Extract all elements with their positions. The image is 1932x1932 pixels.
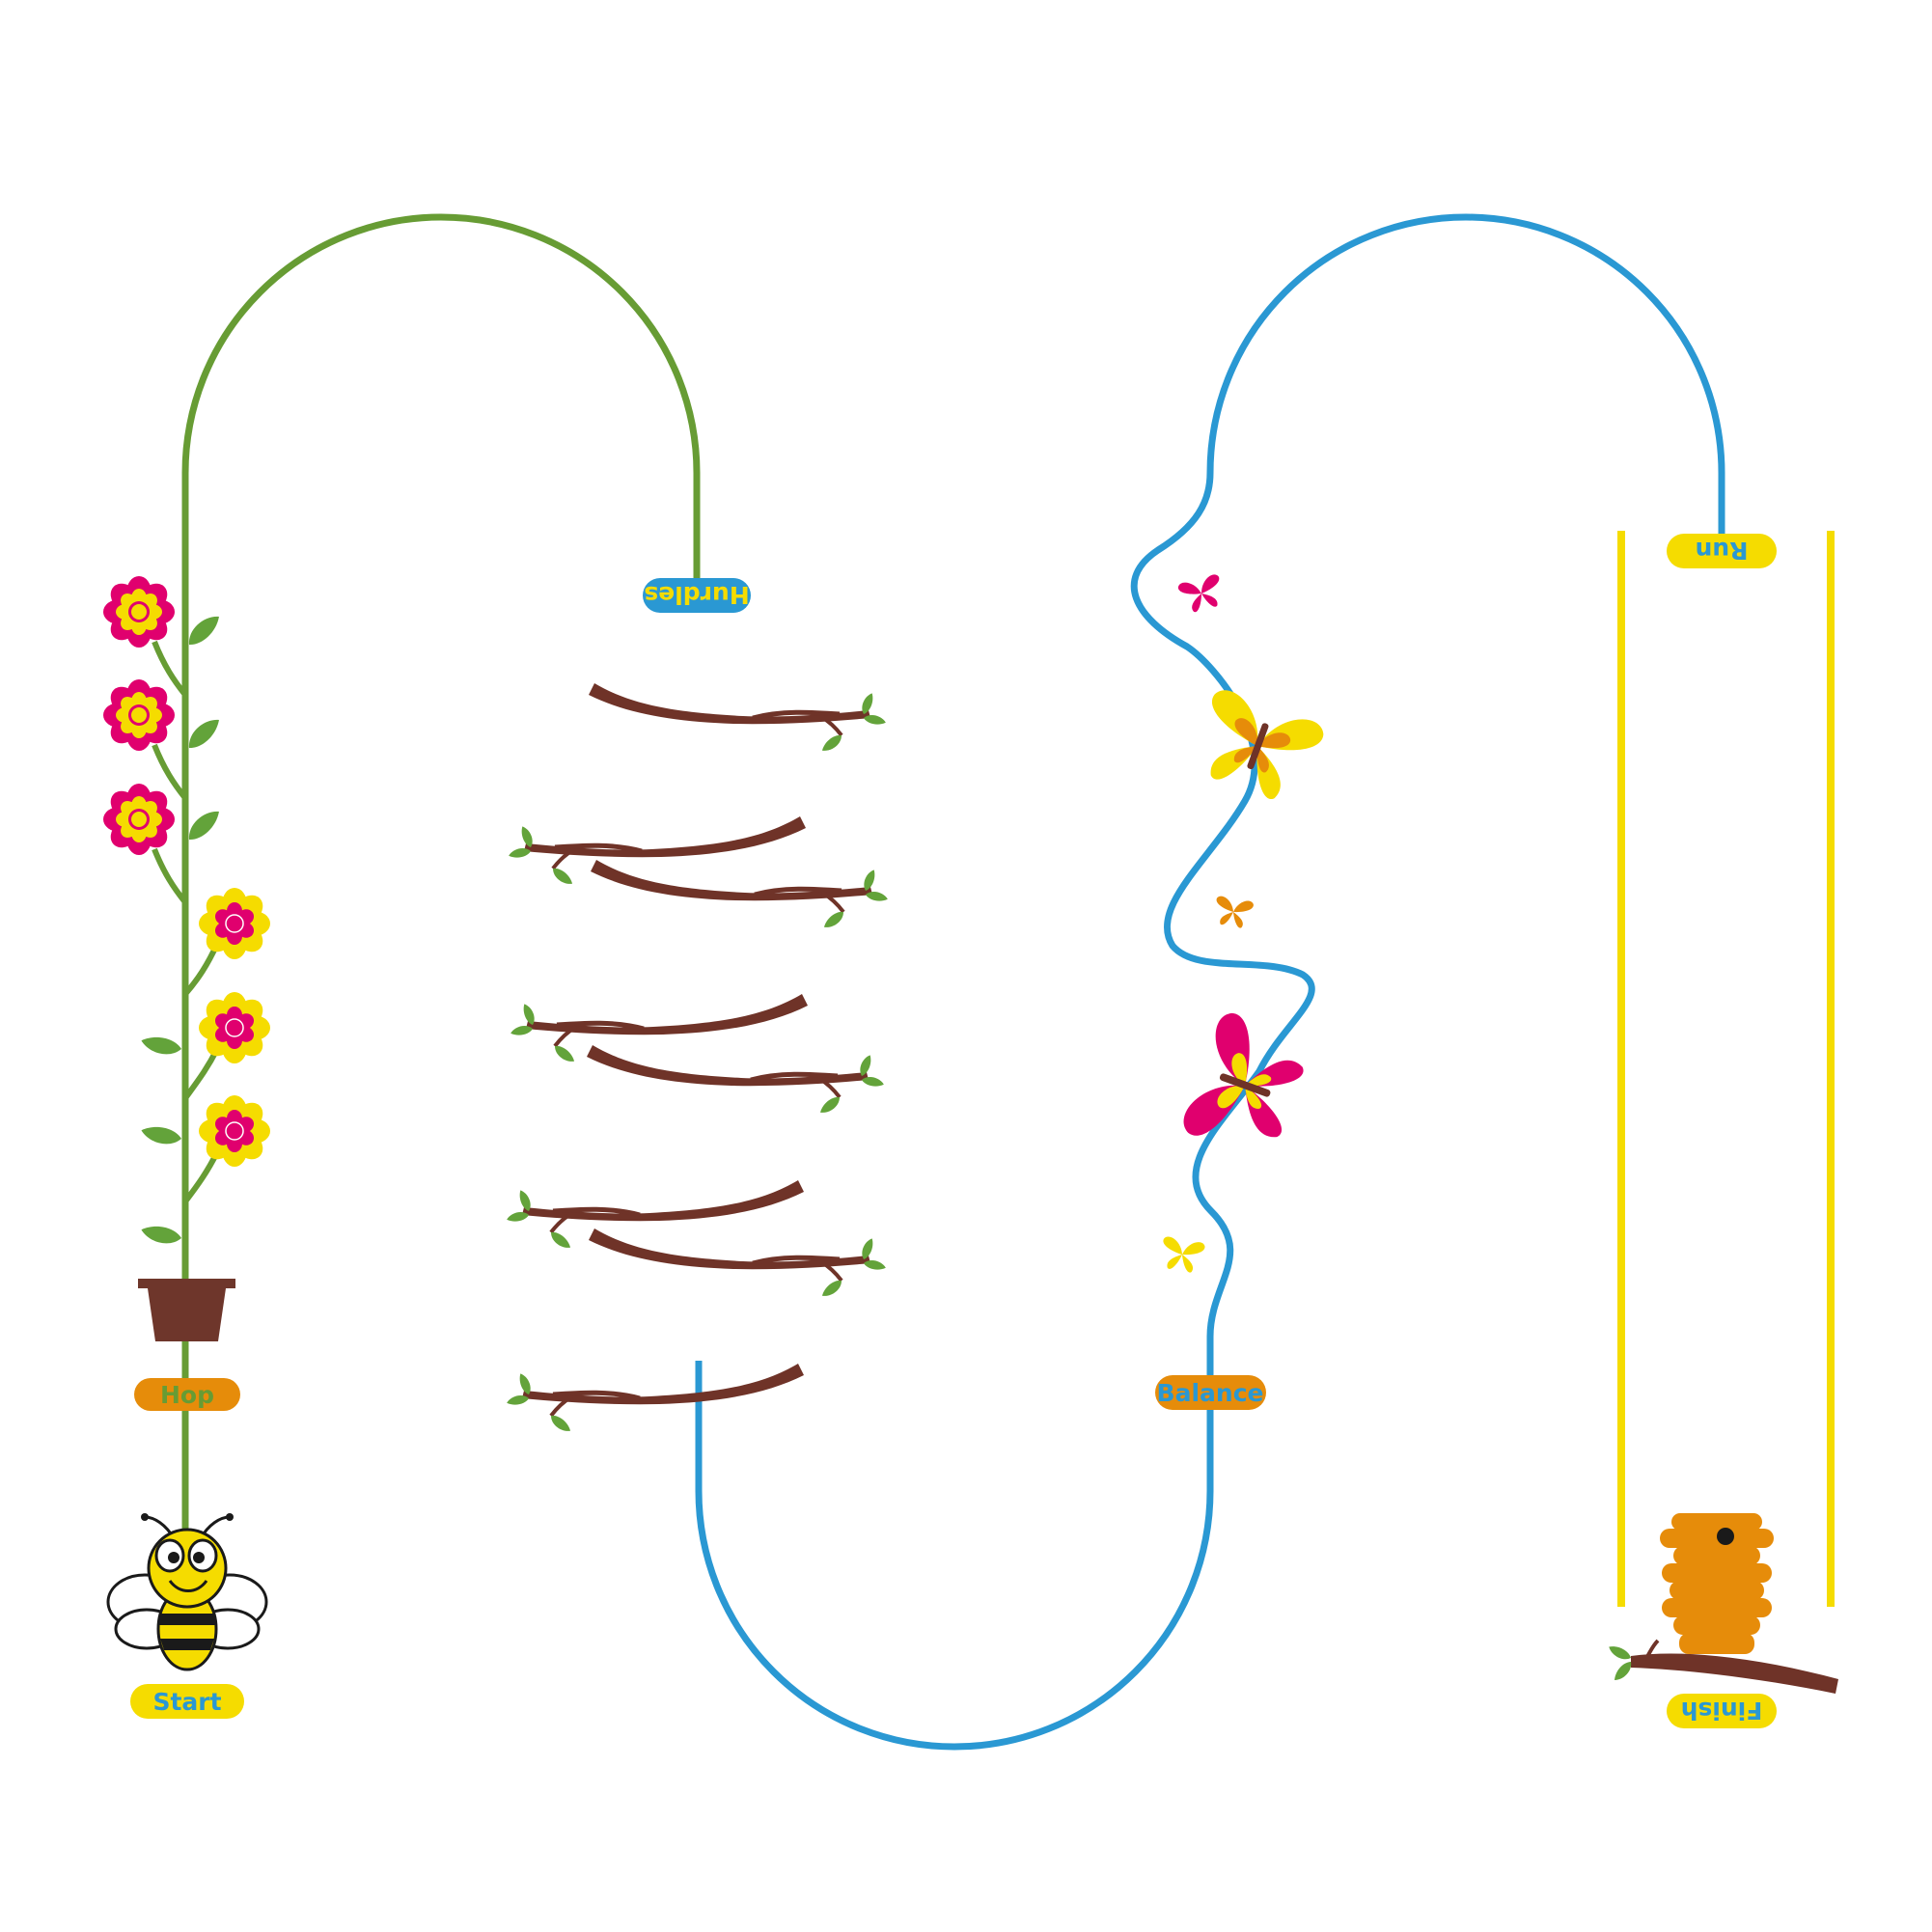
label-hurdles-text: Hurdles	[644, 581, 749, 609]
flower-pot-icon	[138, 1279, 235, 1341]
beehive-icon	[1607, 1513, 1838, 1694]
label-start-text: Start	[152, 1688, 221, 1716]
blue-balance-path	[1130, 213, 1725, 1375]
label-start: Start	[130, 1684, 244, 1719]
leaf-icon	[139, 1220, 183, 1250]
branch-icon	[506, 1364, 804, 1434]
label-balance-text: Balance	[1157, 1379, 1264, 1407]
leaf-icon	[181, 806, 226, 843]
flower-icon	[103, 784, 175, 855]
label-hop-text: Hop	[160, 1381, 214, 1409]
branch-icon	[510, 994, 808, 1064]
butterfly-icon	[1186, 686, 1327, 810]
label-hop: Hop	[134, 1378, 240, 1411]
flower-icon	[198, 887, 271, 960]
branch-icon	[587, 1045, 885, 1116]
butterfly-icon	[1176, 573, 1227, 616]
label-balance: Balance	[1155, 1375, 1266, 1410]
hurdle-branches	[506, 683, 889, 1434]
branch-icon	[591, 860, 889, 930]
branch-icon	[508, 816, 806, 887]
label-finish-text: Finish	[1681, 1697, 1763, 1725]
label-hurdles: Hurdles	[643, 578, 751, 613]
blue-u-path	[695, 1361, 1214, 1751]
flower-icon	[103, 679, 175, 751]
branch-icon	[589, 683, 887, 754]
leaf-icon	[139, 1120, 183, 1150]
label-run-text: Run	[1696, 537, 1749, 565]
bee-icon	[106, 1513, 268, 1671]
butterflies	[1158, 573, 1327, 1275]
label-finish: Finish	[1667, 1694, 1777, 1728]
leaf-icon	[181, 714, 226, 752]
butterfly-icon	[1212, 895, 1255, 930]
green-course-path	[181, 213, 701, 1592]
flower-icon	[198, 991, 271, 1064]
butterfly-icon	[1158, 1235, 1206, 1275]
label-run: Run	[1667, 534, 1777, 568]
flower-icon	[198, 1094, 271, 1168]
branch-icon	[589, 1228, 887, 1299]
leaf-icon	[139, 1031, 183, 1061]
butterfly-icon	[1178, 1008, 1314, 1164]
leaf-icon	[181, 611, 226, 649]
branch-icon	[506, 1180, 804, 1251]
flower-vine	[103, 576, 271, 1250]
flower-icon	[103, 576, 175, 648]
